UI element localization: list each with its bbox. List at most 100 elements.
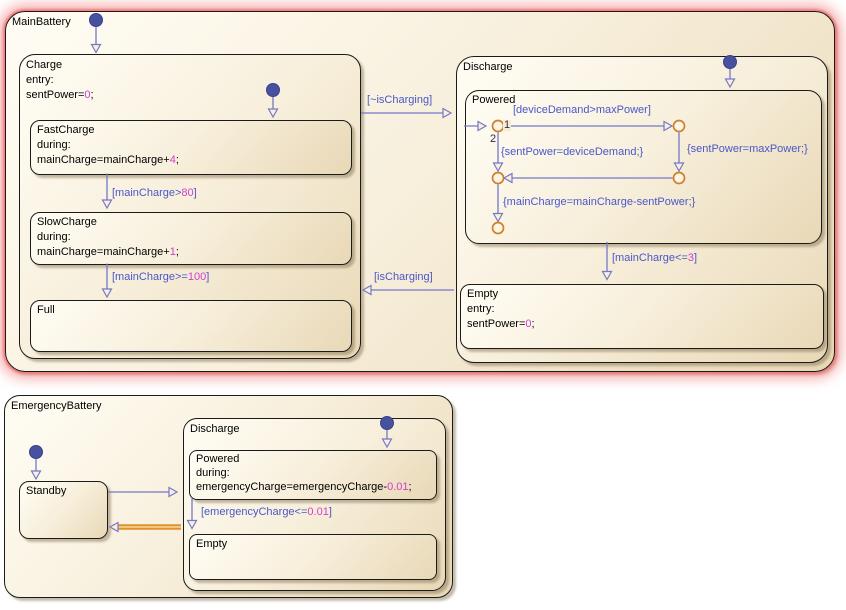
state-empty-main[interactable]: Empty entry: sentPower=0; bbox=[460, 284, 824, 349]
during-keyword: during: bbox=[37, 138, 351, 153]
transition-label-device-demand[interactable]: [deviceDemand>maxPower] bbox=[513, 104, 651, 116]
order-number: 2 bbox=[490, 133, 497, 145]
state-powered-main[interactable]: Powered bbox=[465, 90, 822, 244]
action-text: sentPower= bbox=[467, 318, 526, 330]
state-fast-charge[interactable]: FastCharge during: mainCharge=mainCharge… bbox=[30, 120, 352, 175]
action-literal: 0 bbox=[525, 318, 532, 330]
action-text: ; bbox=[175, 246, 179, 258]
transition-order-2: 2 bbox=[489, 134, 497, 145]
action-text: {mainCharge=mainCharge-sentPower;} bbox=[503, 196, 696, 208]
during-action: emergencyCharge=emergencyCharge-0.01; bbox=[196, 480, 436, 494]
state-title: Powered bbox=[472, 93, 821, 108]
slow-charge-label: SlowCharge bbox=[37, 216, 97, 228]
during-keyword: during: bbox=[196, 466, 436, 480]
during-keyword: during: bbox=[37, 230, 351, 245]
condition-text: [deviceDemand>maxPower] bbox=[513, 104, 651, 116]
entry-keyword: entry: bbox=[26, 73, 360, 88]
transition-label-maincharge-sentpower[interactable]: {mainCharge=mainCharge-sentPower;} bbox=[503, 196, 695, 208]
entry-keyword: entry: bbox=[467, 302, 823, 317]
state-title: Discharge bbox=[190, 422, 445, 437]
during-action: mainCharge=mainCharge+1; bbox=[37, 245, 351, 260]
during-keyword-text: during: bbox=[37, 231, 71, 243]
main-battery-label: MainBattery bbox=[12, 16, 71, 28]
state-title: EmergencyBattery bbox=[11, 399, 452, 414]
transition-label-sentpower-maxpower[interactable]: {sentPower=maxPower;} bbox=[687, 143, 808, 155]
condition-text: [isCharging] bbox=[374, 271, 433, 283]
entry-action: sentPower=0; bbox=[26, 88, 360, 103]
state-text-block: Full bbox=[31, 301, 351, 318]
state-powered-emergency[interactable]: Powered during: emergencyCharge=emergenc… bbox=[189, 450, 437, 500]
state-slow-charge[interactable]: SlowCharge during: mainCharge=mainCharge… bbox=[30, 212, 352, 265]
state-emergency-battery[interactable]: EmergencyBattery Standby Discharge Power… bbox=[4, 395, 453, 598]
action-text: emergencyCharge=emergencyCharge- bbox=[196, 481, 388, 493]
condition-text: ] bbox=[328, 506, 332, 518]
state-discharge-emergency[interactable]: Discharge Powered during: emergencyCharg… bbox=[183, 418, 446, 591]
condition-text: [mainCharge> bbox=[112, 187, 182, 199]
condition-text: [emergencyCharge<= bbox=[201, 506, 308, 518]
state-text-block: Powered during: emergencyCharge=emergenc… bbox=[190, 451, 436, 494]
during-keyword-text: during: bbox=[37, 139, 71, 151]
condition-literal: 0.01 bbox=[307, 506, 329, 518]
state-discharge-main[interactable]: Discharge Powered Empty entry: sentPower… bbox=[456, 56, 828, 363]
transition-label-sentpower-devicedemand[interactable]: {sentPower=deviceDemand;} bbox=[501, 146, 643, 158]
state-standby[interactable]: Standby bbox=[19, 481, 108, 539]
state-charge[interactable]: Charge entry: sentPower=0; FastCharge du… bbox=[19, 54, 361, 359]
transition-label-not-charging[interactable]: [~isCharging] bbox=[367, 94, 432, 106]
state-empty-emergency[interactable]: Empty bbox=[189, 534, 437, 580]
action-text: mainCharge=mainCharge+ bbox=[37, 154, 170, 166]
during-action: mainCharge=mainCharge+4; bbox=[37, 153, 351, 168]
action-text: ; bbox=[175, 154, 179, 166]
state-title: Empty bbox=[467, 287, 823, 302]
action-text: sentPower= bbox=[26, 89, 85, 101]
state-title: Discharge bbox=[463, 60, 827, 75]
powered-em-label: Powered bbox=[196, 453, 240, 465]
state-title: Full bbox=[37, 303, 351, 318]
condition-literal: 100 bbox=[187, 271, 207, 283]
state-title: Empty bbox=[196, 537, 436, 552]
transition-label-charging[interactable]: [isCharging] bbox=[374, 271, 433, 283]
condition-text: [~isCharging] bbox=[367, 94, 433, 106]
action-text: ; bbox=[90, 89, 94, 101]
action-literal: 0.01 bbox=[387, 481, 409, 493]
condition-literal: 80 bbox=[181, 187, 194, 199]
condition-text: ] bbox=[193, 187, 197, 199]
standby-label: Standby bbox=[26, 485, 67, 497]
action-text: ; bbox=[531, 318, 535, 330]
action-text: {sentPower=maxPower;} bbox=[687, 143, 808, 155]
transition-label-emergencycharge[interactable]: [emergencyCharge<=0.01] bbox=[201, 506, 332, 518]
action-text: {sentPower=deviceDemand;} bbox=[501, 146, 644, 158]
transition-label-maincharge-3[interactable]: [mainCharge<=3] bbox=[612, 252, 697, 264]
discharge-label: Discharge bbox=[463, 61, 513, 73]
charge-label: Charge bbox=[26, 59, 63, 71]
condition-literal: 3 bbox=[687, 252, 694, 264]
state-title: Standby bbox=[26, 484, 107, 499]
entry-keyword-text: entry: bbox=[26, 74, 54, 86]
action-literal: 4 bbox=[169, 154, 176, 166]
state-text-block: SlowCharge during: mainCharge=mainCharge… bbox=[31, 213, 351, 260]
order-number: 1 bbox=[504, 119, 511, 131]
action-text: ; bbox=[408, 481, 412, 493]
state-title: FastCharge bbox=[37, 123, 351, 138]
transition-label-fast-slow[interactable]: [mainCharge>80] bbox=[112, 187, 197, 199]
action-text: mainCharge=mainCharge+ bbox=[37, 246, 170, 258]
state-text-block: Empty bbox=[190, 535, 436, 552]
action-literal: 1 bbox=[169, 246, 176, 258]
powered-label: Powered bbox=[472, 94, 516, 106]
state-title: MainBattery bbox=[6, 12, 834, 30]
transition-label-slow-full[interactable]: [mainCharge>=100] bbox=[112, 271, 209, 283]
action-literal: 0 bbox=[84, 89, 91, 101]
state-text-block: Discharge bbox=[457, 57, 827, 75]
state-text-block: Standby bbox=[20, 482, 107, 499]
state-main-battery[interactable]: MainBattery Charge entry: sentPower=0; F… bbox=[5, 11, 835, 372]
state-text-block: Discharge bbox=[184, 419, 445, 437]
state-text-block: Powered bbox=[466, 91, 821, 108]
full-label: Full bbox=[37, 304, 55, 316]
state-title: Charge bbox=[26, 58, 360, 73]
during-keyword-text: during: bbox=[196, 467, 230, 479]
condition-text: ] bbox=[206, 271, 210, 283]
empty-em-label: Empty bbox=[196, 538, 228, 550]
state-full[interactable]: Full bbox=[30, 300, 352, 352]
state-text-block: Charge entry: sentPower=0; bbox=[20, 55, 360, 103]
state-text-block: Empty entry: sentPower=0; bbox=[461, 285, 823, 332]
fast-charge-label: FastCharge bbox=[37, 124, 95, 136]
